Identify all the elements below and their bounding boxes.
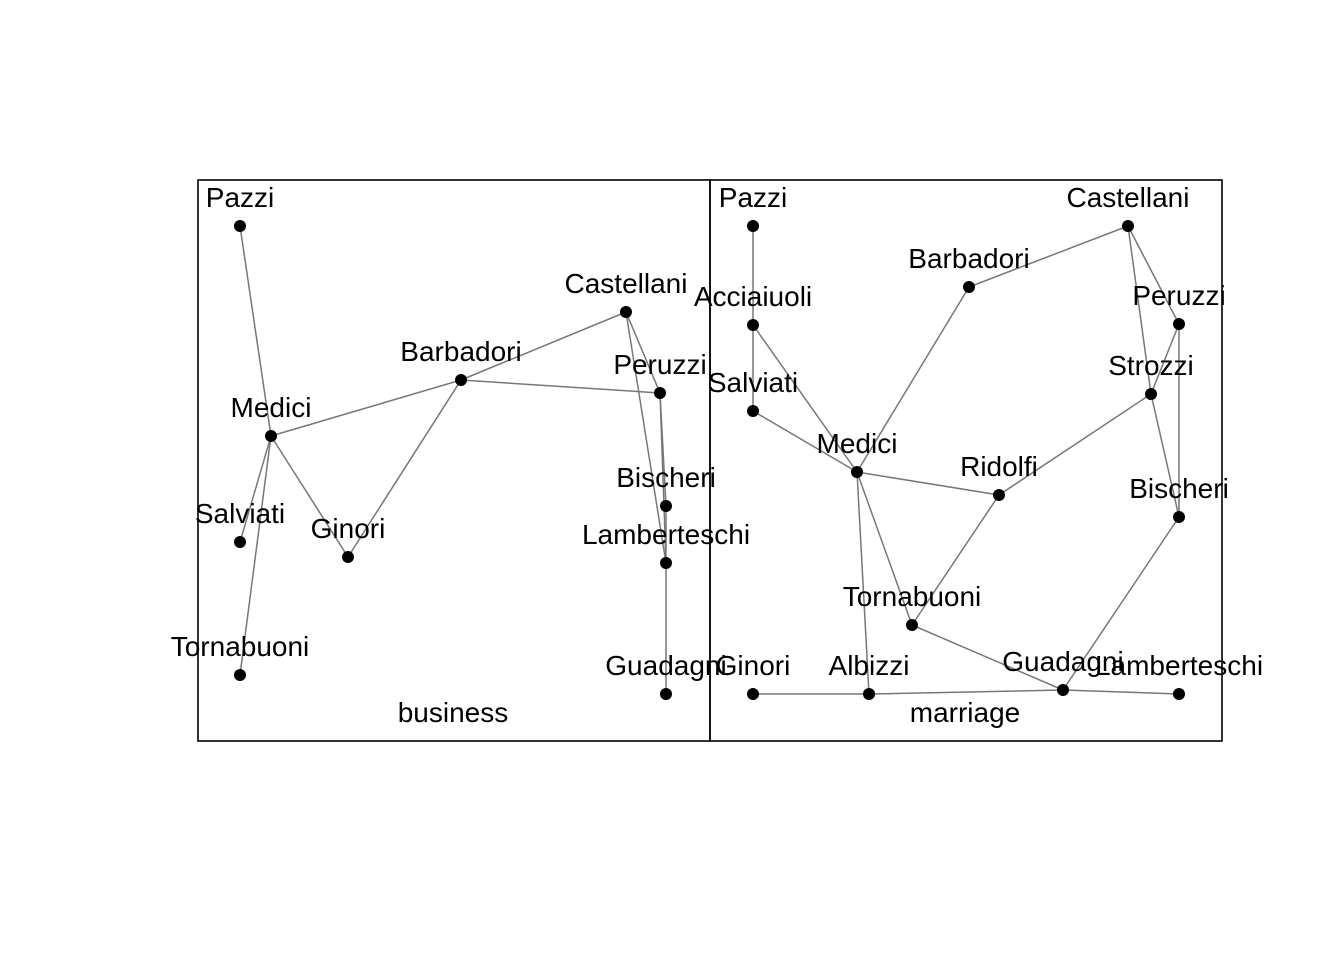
business-nodes	[234, 220, 672, 700]
business-node-pazzi	[234, 220, 246, 232]
business-edge-medici-barbadori	[270, 379, 462, 437]
marriage-edge-acciaiuoli-medici	[752, 324, 858, 473]
marriage-edge-castellani-peruzzi	[1127, 225, 1180, 325]
marriage-node-medici	[851, 466, 863, 478]
marriage-node-label-lamberteschi: Lamberteschi	[1095, 650, 1263, 681]
marriage-node-label-tornabuoni: Tornabuoni	[843, 581, 982, 612]
business-node-label-peruzzi: Peruzzi	[613, 349, 706, 380]
marriage-edge-tornabuoni-guadagni	[911, 624, 1064, 691]
marriage-edge-barbadori-medici	[856, 286, 970, 473]
business-edge-medici-ginori	[270, 435, 349, 558]
marriage-node-acciaiuoli	[747, 319, 759, 331]
marriage-node-peruzzi	[1173, 318, 1185, 330]
marriage-node-label-castellani: Castellani	[1067, 182, 1190, 213]
marriage-node-ridolfi	[993, 489, 1005, 501]
business-node-bischeri	[660, 500, 672, 512]
marriage-node-lamberteschi	[1173, 688, 1185, 700]
marriage-edge-barbadori-castellani	[968, 225, 1129, 288]
business-node-castellani	[620, 306, 632, 318]
business-node-ginori	[342, 551, 354, 563]
marriage-node-label-salviati: Salviati	[708, 367, 798, 398]
marriage-node-tornabuoni	[906, 619, 918, 631]
marriage-node-label-guadagni: Guadagni	[1002, 646, 1123, 677]
business-node-barbadori	[455, 374, 467, 386]
business-edge-barbadori-peruzzi	[460, 379, 661, 394]
marriage-node-ginori	[747, 688, 759, 700]
business-node-label-lamberteschi: Lamberteschi	[582, 519, 750, 550]
marriage-node-guadagni	[1057, 684, 1069, 696]
marriage-node-label-ginori: Ginori	[716, 650, 791, 681]
business-node-medici	[265, 430, 277, 442]
business-node-label-pazzi: Pazzi	[206, 182, 274, 213]
business-edge-medici-tornabuoni	[239, 435, 272, 676]
marriage-node-label-barbadori: Barbadori	[908, 243, 1029, 274]
business-node-label-tornabuoni: Tornabuoni	[171, 631, 310, 662]
business-node-label-castellani: Castellani	[565, 268, 688, 299]
marriage-node-albizzi	[863, 688, 875, 700]
marriage-node-castellani	[1122, 220, 1134, 232]
business-node-tornabuoni	[234, 669, 246, 681]
business-edge-pazzi-medici	[239, 225, 272, 437]
marriage-panel-frame	[709, 179, 1223, 742]
business-node-lamberteschi	[660, 557, 672, 569]
business-node-salviati	[234, 536, 246, 548]
business-node-peruzzi	[654, 387, 666, 399]
marriage-nodes	[747, 220, 1185, 700]
marriage-node-label-acciaiuoli: Acciaiuoli	[694, 281, 812, 312]
business-node-label-barbadori: Barbadori	[400, 336, 521, 367]
marriage-edge-strozzi-ridolfi	[998, 393, 1152, 496]
marriage-edge-strozzi-bischeri	[1150, 393, 1180, 518]
marriage-node-label-bischeri: Bischeri	[1129, 473, 1229, 504]
marriage-edge-medici-albizzi	[856, 471, 870, 695]
business-edges	[239, 225, 667, 694]
marriage-node-pazzi	[747, 220, 759, 232]
marriage-node-barbadori	[963, 281, 975, 293]
business-panel-title: business	[398, 697, 509, 728]
business-edge-medici-salviati	[239, 435, 272, 543]
marriage-edge-medici-tornabuoni	[856, 471, 913, 626]
marriage-edge-peruzzi-strozzi	[1150, 323, 1180, 395]
business-edge-peruzzi-lamberteschi	[659, 392, 667, 564]
marriage-node-label-pazzi: Pazzi	[719, 182, 787, 213]
business-node-label-guadagni: Guadagni	[605, 650, 726, 681]
marriage-edge-guadagni-lamberteschi	[1062, 689, 1180, 695]
business-edge-castellani-peruzzi	[625, 311, 661, 394]
marriage-node-label-peruzzi: Peruzzi	[1132, 280, 1225, 311]
marriage-node-strozzi	[1145, 388, 1157, 400]
marriage-panel-title: marriage	[910, 697, 1020, 728]
marriage-edges	[752, 225, 1180, 695]
business-node-guadagni	[660, 688, 672, 700]
marriage-node-label-medici: Medici	[817, 428, 898, 459]
business-edge-barbadori-castellani	[460, 311, 627, 381]
marriage-edge-bischeri-guadagni	[1062, 516, 1180, 691]
business-node-label-salviati: Salviati	[195, 498, 285, 529]
business-edge-barbadori-ginori	[347, 379, 462, 558]
marriage-node-label-ridolfi: Ridolfi	[960, 451, 1038, 482]
marriage-node-label-strozzi: Strozzi	[1108, 350, 1194, 381]
marriage-edge-ridolfi-tornabuoni	[911, 494, 1000, 626]
marriage-node-salviati	[747, 405, 759, 417]
business-node-label-ginori: Ginori	[311, 513, 386, 544]
business-node-label-bischeri: Bischeri	[616, 462, 716, 493]
business-node-label-medici: Medici	[231, 392, 312, 423]
marriage-node-bischeri	[1173, 511, 1185, 523]
marriage-edge-albizzi-guadagni	[868, 689, 1064, 695]
marriage-edge-medici-ridolfi	[856, 471, 1000, 496]
marriage-edge-salviati-medici	[752, 410, 858, 473]
marriage-edge-castellani-strozzi	[1127, 225, 1152, 395]
business-edge-castellani-lamberteschi	[625, 311, 667, 564]
marriage-node-label-albizzi: Albizzi	[829, 650, 910, 681]
